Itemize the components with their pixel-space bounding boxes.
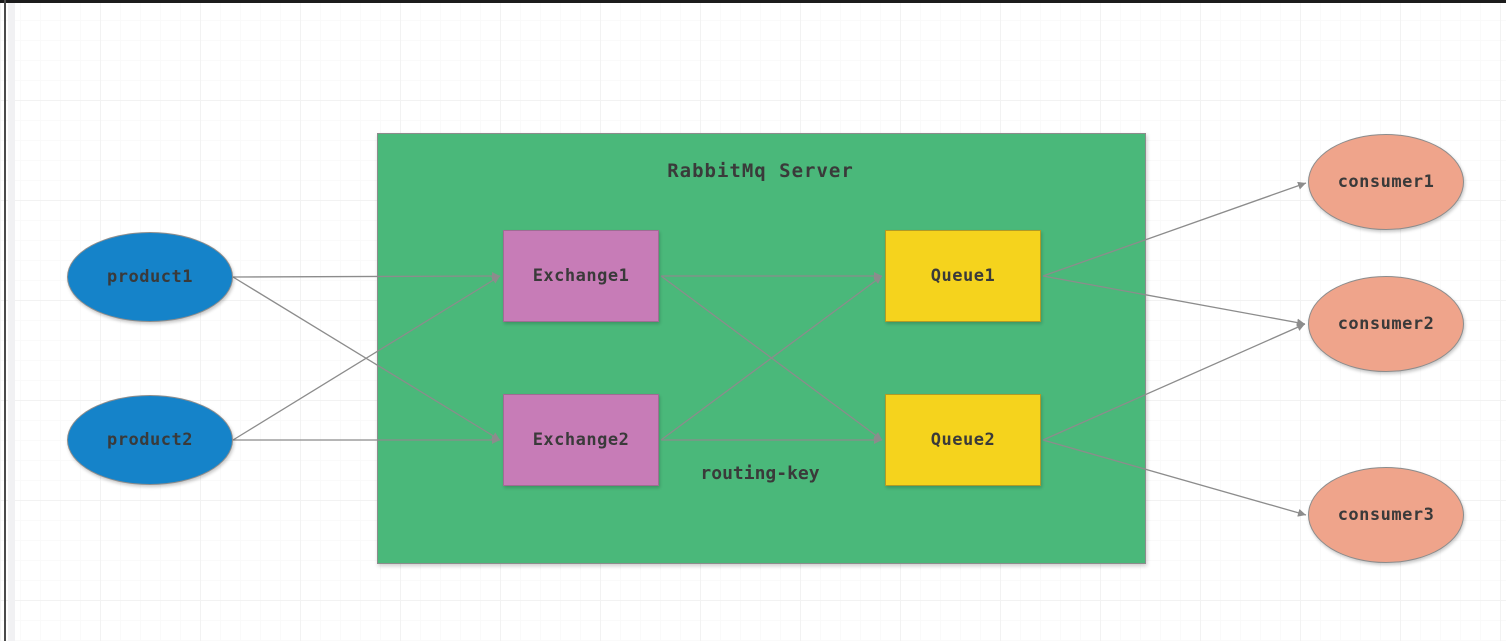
routing-key-label: routing-key bbox=[700, 463, 820, 484]
rabbitmq-server-title: RabbitMq Server bbox=[667, 160, 854, 182]
exchange-node-exchange2: Exchange2 bbox=[503, 394, 659, 486]
producer-node-label: product1 bbox=[107, 267, 193, 287]
exchange-node-label: Exchange1 bbox=[532, 266, 630, 286]
producer-node-product1: product1 bbox=[67, 232, 233, 322]
producer-node-product2: product2 bbox=[67, 395, 233, 485]
consumer-node-consumer3: consumer3 bbox=[1308, 467, 1464, 563]
queue-node-queue2: Queue2 bbox=[885, 394, 1041, 486]
exchange-node-label: Exchange2 bbox=[532, 430, 630, 450]
rabbitmq-server-box bbox=[377, 133, 1146, 564]
consumer-node-label: consumer2 bbox=[1337, 314, 1435, 334]
queue-node-queue1: Queue1 bbox=[885, 230, 1041, 322]
window-top-border bbox=[0, 0, 1506, 3]
window-left-border bbox=[4, 0, 6, 641]
window-left-gutter bbox=[8, 0, 15, 641]
exchange-node-exchange1: Exchange1 bbox=[503, 230, 659, 322]
consumer-node-label: consumer1 bbox=[1337, 172, 1435, 192]
consumer-node-consumer1: consumer1 bbox=[1308, 134, 1464, 230]
queue-node-label: Queue1 bbox=[930, 266, 996, 286]
consumer-node-consumer2: consumer2 bbox=[1308, 276, 1464, 372]
producer-node-label: product2 bbox=[107, 430, 193, 450]
queue-node-label: Queue2 bbox=[930, 430, 996, 450]
consumer-node-label: consumer3 bbox=[1337, 505, 1435, 525]
